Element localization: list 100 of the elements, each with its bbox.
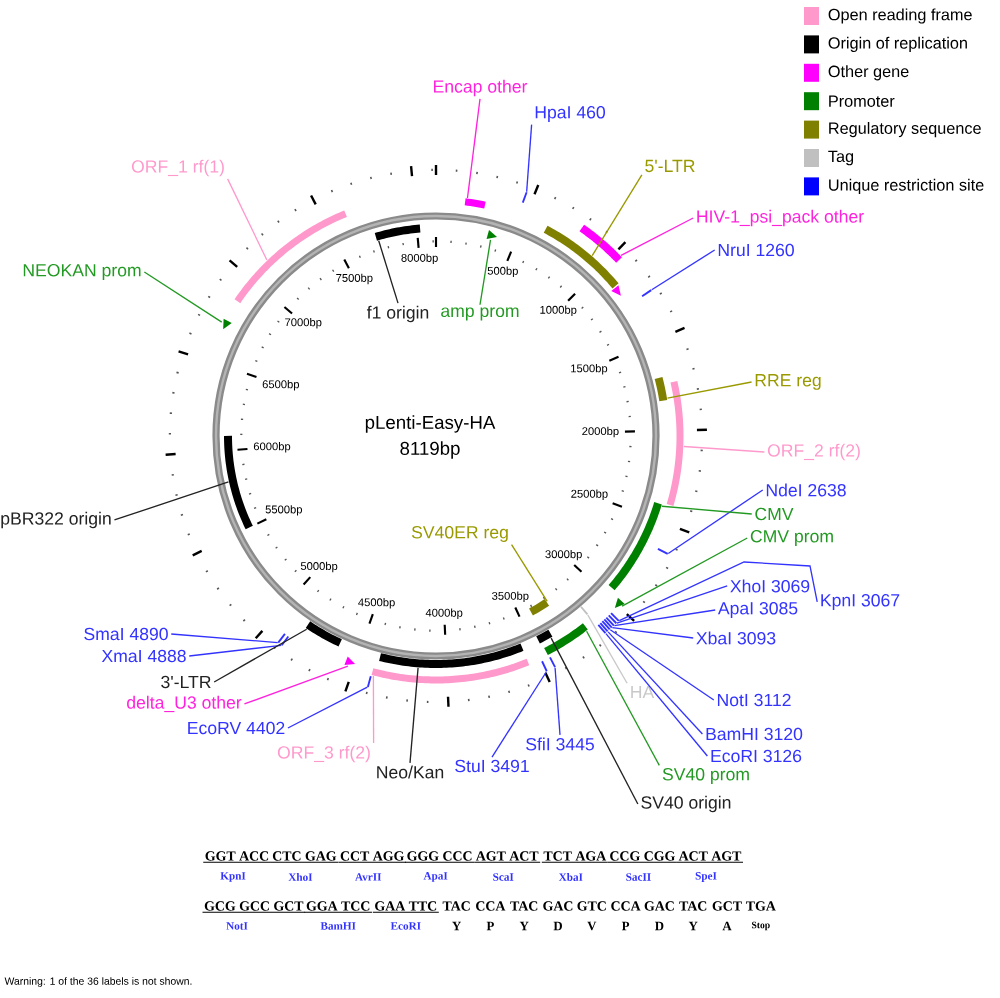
leader-line	[616, 585, 728, 624]
site-mark	[657, 547, 669, 555]
feature-arc	[371, 658, 530, 684]
legend-label: Other gene	[828, 65, 909, 81]
feature-label: delta_U3 other	[127, 695, 242, 713]
leader-line	[243, 665, 349, 705]
leader-line	[621, 537, 748, 607]
feature-marker	[614, 597, 625, 608]
feature-label: EcoRV 4402	[188, 721, 285, 735]
feature-arc	[224, 434, 253, 530]
leader-line	[510, 543, 548, 603]
leader-line	[188, 644, 282, 657]
feature-label: ORF_3 rf(2)	[277, 745, 370, 763]
legend-label: Open reading frame	[828, 8, 972, 24]
feature-label: amp prom	[441, 307, 519, 321]
leader-line	[143, 271, 223, 323]
leader-line	[591, 174, 643, 257]
site-mark	[549, 656, 556, 669]
feature-label: 5'-LTR	[645, 159, 695, 173]
feature-label: NEOKAN prom	[23, 264, 141, 280]
feature-label: ApaI 3085	[717, 602, 798, 618]
site-mark	[541, 660, 548, 673]
plasmid-size: 8119bp	[400, 441, 460, 459]
legend-label: Regulatory sequence	[829, 122, 981, 138]
feature-label: RRE reg	[755, 374, 821, 390]
leader-line	[618, 561, 818, 622]
feature-label: 3'-LTR	[161, 675, 211, 689]
feature-label: KpnI 3067	[821, 594, 900, 610]
leader-line	[287, 686, 368, 729]
feature-label: SV40 prom	[662, 768, 749, 784]
leader-line	[683, 445, 766, 453]
leader-line	[651, 249, 716, 291]
leader-line	[605, 633, 708, 757]
feature-label: Neo/Kan	[377, 765, 444, 779]
feature-label: BamHI 3120	[706, 727, 803, 741]
site-mark	[366, 675, 372, 688]
leader-line	[667, 489, 764, 555]
feature-label: SmaI 4890	[84, 627, 168, 641]
feature-label: ORF_2 rf(2)	[767, 443, 860, 461]
legend-label: Unique restriction site	[829, 178, 984, 194]
leader-line	[620, 217, 694, 257]
leader-line	[466, 98, 481, 199]
site-mark	[641, 289, 653, 298]
legend-label: Promoter	[829, 95, 895, 107]
feature-label: CMV	[755, 507, 794, 521]
leader-line	[609, 629, 715, 701]
feature-label: NdeI 2638	[766, 483, 846, 497]
feature-label: SfiI 3445	[526, 737, 594, 751]
feature-arc	[378, 643, 524, 668]
leader-line	[554, 667, 561, 736]
feature-label: f1 origin	[366, 305, 429, 323]
feature-arc	[374, 224, 422, 241]
feature-label: XhoI 3069	[730, 579, 810, 593]
leader-line	[409, 667, 419, 764]
leader-line	[587, 614, 628, 684]
feature-arc	[666, 381, 684, 506]
leader-line	[611, 626, 694, 639]
site-mark	[580, 605, 589, 616]
feature-arc	[529, 599, 550, 616]
feature-label: NruI 1260	[718, 243, 794, 257]
plasmid-name: pLenti-Easy-HA	[365, 415, 496, 433]
feature-arc	[654, 376, 668, 402]
feature-marker	[486, 230, 498, 239]
feature-arc	[608, 501, 662, 591]
leader-line	[607, 631, 704, 735]
site-mark	[277, 632, 286, 644]
feature-label: StuI 3491	[455, 759, 529, 773]
feature-marker	[223, 318, 232, 330]
feature-label: ORF_1 rf(1)	[131, 159, 224, 177]
feature-arc	[543, 225, 619, 289]
leader-line	[113, 481, 230, 521]
leader-line	[526, 123, 533, 193]
leader-line	[213, 628, 308, 683]
feature-label: NotI 3112	[717, 693, 791, 707]
legend-label: Tag	[828, 150, 854, 166]
leader-line	[661, 505, 753, 515]
feature-label: CMV prom	[750, 530, 833, 546]
site-mark	[280, 635, 290, 647]
feature-label: pBR322 origin	[1, 511, 111, 529]
leader-line	[666, 381, 753, 399]
feature-label: EcoRI 3126	[711, 749, 802, 763]
leader-line	[226, 178, 268, 261]
leader-line	[372, 675, 375, 744]
feature-label: HpaI 460	[535, 106, 605, 122]
feature-label: HIV-1_psi_pack other	[697, 209, 864, 227]
leader-line	[585, 630, 660, 766]
leader-line	[613, 609, 716, 627]
feature-label: SV40ER reg	[411, 526, 508, 542]
feature-label: XbaI 3093	[696, 631, 776, 645]
feature-arc	[536, 629, 553, 644]
feature-label: XmaI 4888	[101, 649, 186, 663]
feature-marker	[344, 656, 356, 665]
feature-label: SV40 origin	[641, 795, 731, 813]
feature-arc	[305, 621, 342, 647]
legend-label: Origin of replication	[828, 36, 967, 52]
feature-arc	[544, 623, 588, 656]
site-mark	[521, 191, 528, 204]
leader-line	[170, 633, 279, 644]
feature-label: Encap other	[434, 79, 528, 97]
leader-line	[491, 671, 548, 758]
